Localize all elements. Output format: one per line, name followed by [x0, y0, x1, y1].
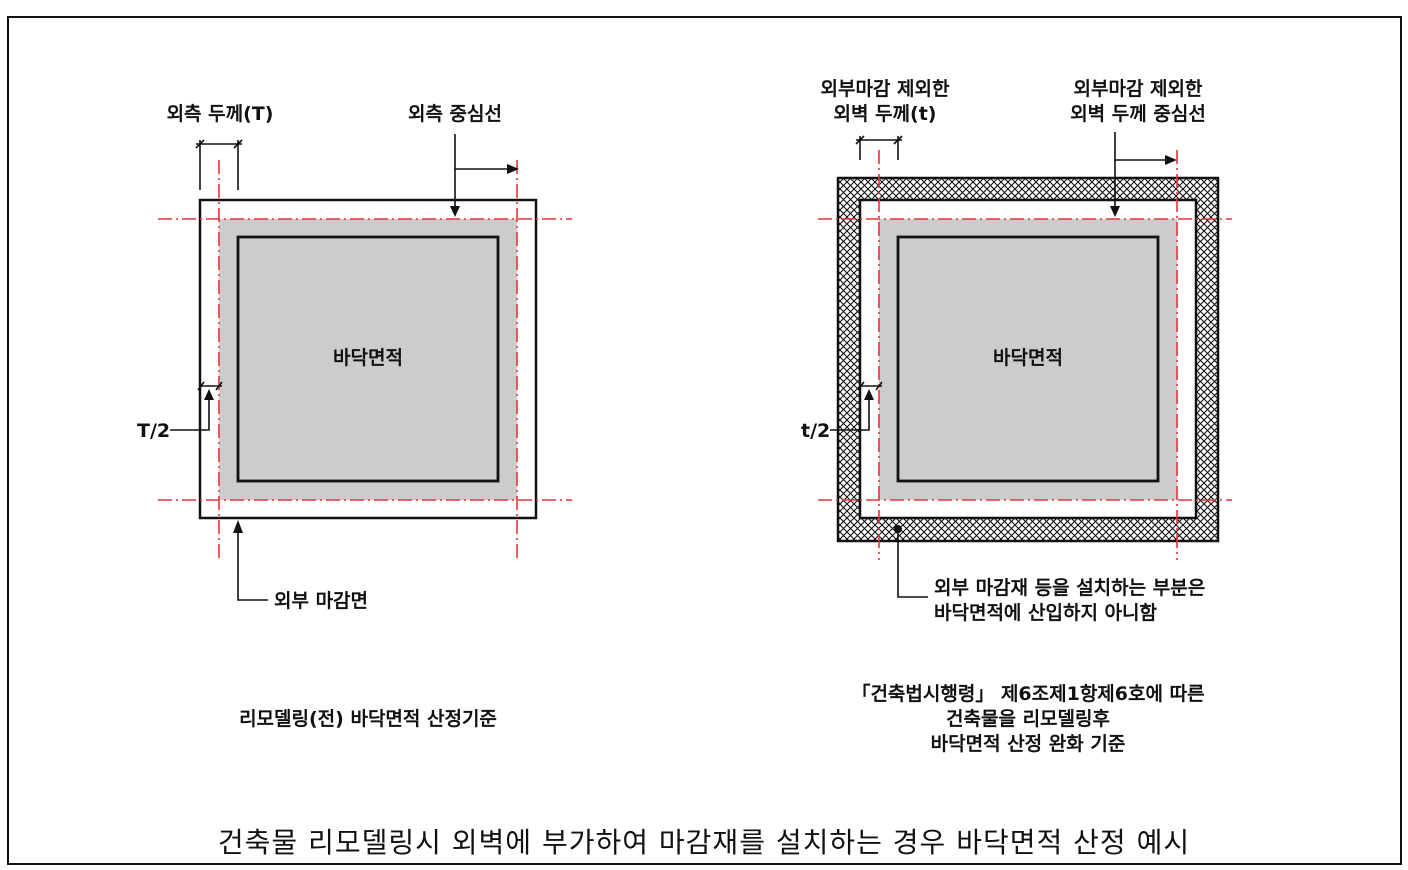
right-half-arrow — [864, 389, 874, 400]
left-centerline-arrow-down — [450, 206, 460, 217]
left-half-leader — [170, 399, 210, 431]
right-half-leader — [830, 399, 870, 431]
right-title-line2: 건축물을 리모델링후 — [946, 708, 1110, 730]
right-title-line1: 「건축법시행령」 제6조제1항제6호에 따른 — [851, 682, 1204, 705]
left-half-label: T/2 — [137, 420, 170, 442]
left-finish-leader — [237, 531, 268, 601]
left-finish-label: 외부 마감면 — [274, 590, 368, 612]
outer-frame — [7, 16, 1402, 865]
left-centerline-leader — [454, 134, 508, 170]
right-diagram: 외부마감 제외한 외벽 두께(t) 외부마감 제외한 외벽 두께 중심선 t/2… — [801, 78, 1232, 755]
right-centerline-arrow-down — [1110, 206, 1120, 217]
right-centerline-label-line2: 외벽 두께 중심선 — [1070, 103, 1206, 125]
left-thickness-label: 외측 두께(T) — [167, 103, 274, 125]
left-half-arrow — [204, 389, 214, 400]
right-centerline-label-line1: 외부마감 제외한 — [1074, 78, 1203, 100]
left-half-tick-1 — [197, 381, 205, 391]
right-centerline-leader — [1114, 132, 1166, 161]
right-half-tick-2 — [875, 381, 883, 391]
figure-caption: 건축물 리모델링시 외벽에 부가하여 마감재를 설치하는 경우 바닥면적 산정 … — [218, 826, 1190, 859]
right-half-tick-1 — [857, 381, 865, 391]
left-centerline-label: 외측 중심선 — [408, 103, 502, 125]
left-dim-tick-1 — [195, 139, 205, 149]
right-title-line3: 바닥면적 산정 완화 기준 — [931, 733, 1126, 755]
right-thickness-label-line1: 외부마감 제외한 — [821, 78, 950, 100]
right-half-label: t/2 — [801, 420, 830, 442]
left-half-tick-2 — [215, 381, 223, 391]
right-dim-tick-2 — [893, 135, 903, 145]
left-finish-arrow — [233, 520, 243, 533]
right-inner-wall — [896, 235, 1160, 483]
left-title: 리모델링(전) 바닥면적 산정기준 — [239, 708, 497, 730]
right-floor-label: 바닥면적 — [993, 347, 1063, 369]
right-centerline-arrow-right — [1165, 155, 1177, 165]
left-diagram: 외측 두께(T) 외측 중심선 T/2 바닥면적 외부 마감면 리모델링(전) … — [137, 103, 572, 730]
left-centerline-arrow-right — [507, 164, 519, 174]
right-dim-tick-1 — [855, 135, 865, 145]
left-inner-wall — [236, 235, 500, 483]
right-thickness-label-line2: 외벽 두께(t) — [834, 103, 937, 125]
right-note-line2: 바닥면적에 산입하지 아니함 — [934, 602, 1158, 624]
left-dim-tick-2 — [233, 139, 243, 149]
left-floor-label: 바닥면적 — [333, 347, 403, 369]
right-note-line1: 외부 마감재 등을 설치하는 부분은 — [934, 577, 1205, 599]
right-note-leader — [897, 529, 928, 598]
